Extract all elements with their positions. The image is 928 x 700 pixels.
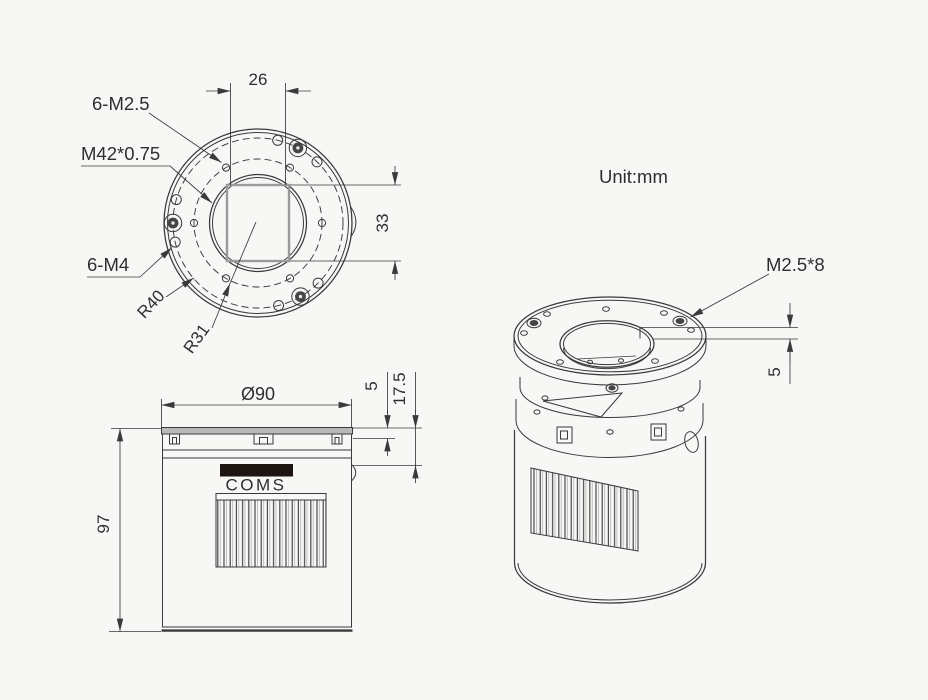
m42-bore-circle (212, 177, 304, 269)
heatsink (215, 493, 327, 568)
cylinder-bottom (513, 562, 707, 604)
step1-ring (519, 386, 701, 418)
flange-side (513, 336, 707, 386)
m4-holes (169, 134, 324, 311)
bore-chord (576, 355, 637, 360)
flange-top (513, 296, 707, 376)
iso-heatsink-fins (530, 467, 639, 552)
side-port-bump (351, 464, 357, 482)
sensor-label-text: COMS (226, 476, 287, 495)
dimension-flange-step: 5 (353, 372, 422, 456)
unit-note: Unit:mm (599, 166, 668, 187)
dimension-width: 26 (206, 70, 311, 185)
leader-6-m2-5 (148, 112, 222, 163)
connector-bump (350, 206, 357, 238)
dimension-height: 33 (290, 166, 401, 280)
dimension-body-height: 97 (94, 428, 161, 632)
label-r40: R40 (133, 286, 168, 322)
iso-clips (556, 423, 667, 444)
body-inner-rim-circle (167, 132, 349, 314)
cylinder-bottom-inner (517, 562, 703, 601)
label-r31: R31 (180, 321, 214, 357)
dim-17-5-text: 17.5 (390, 372, 409, 405)
leader-r31-tail (229, 221, 257, 284)
dim-26-text: 26 (249, 70, 268, 89)
heatsink-fins (215, 499, 327, 568)
dim-33-text: 33 (373, 214, 392, 233)
leader-r31 (211, 283, 231, 329)
sensor-window (225, 183, 291, 263)
bore-outer (559, 320, 655, 368)
flange-holes (520, 306, 695, 365)
step-holes (533, 395, 685, 435)
dimension-flange-total: 17.5 (353, 372, 422, 483)
dim-diameter-text: Ø90 (241, 384, 275, 404)
leader-m42 (169, 165, 213, 204)
tilt-plate (542, 392, 624, 418)
top-view: 26 33 6-M2.5 M42*0.75 6-M4 R40 R31 (81, 70, 401, 357)
m42-thread-circle (208, 173, 308, 273)
bore-depth (563, 347, 651, 370)
outer-bolt-circle (172, 137, 344, 309)
dim-5-text: 5 (362, 381, 381, 390)
retaining-clips (169, 433, 343, 445)
label-plate (220, 464, 293, 477)
m2_5-holes (189, 163, 327, 283)
label-m2-5x8: M2.5*8 (766, 254, 825, 275)
dimension-lip: 5 (640, 303, 798, 384)
bore-inner (563, 322, 651, 366)
front-view: COMS Ø90 97 5 (94, 372, 422, 632)
flange-top-rim (517, 299, 703, 373)
dim-lip-text: 5 (765, 367, 784, 376)
inner-bolt-circle (193, 158, 323, 288)
countersunk-screws (163, 138, 310, 306)
dim-97-text: 97 (94, 515, 113, 534)
step2-ring (515, 419, 704, 458)
label-6-m4: 6-M4 (87, 254, 129, 275)
leader-r40 (165, 277, 195, 298)
iso-view: M2.5*8 5 (513, 254, 825, 604)
leader-m2-5x8 (690, 273, 770, 318)
leader-6-m4 (139, 247, 173, 278)
side-connector-hole (684, 431, 699, 453)
flange-edge (161, 427, 353, 435)
dimension-diameter: Ø90 (161, 384, 352, 427)
label-m42: M42*0.75 (81, 143, 160, 164)
flange-screws (526, 315, 688, 329)
label-6-m2-5: 6-M2.5 (92, 93, 150, 114)
body-outline-circle (163, 128, 353, 318)
